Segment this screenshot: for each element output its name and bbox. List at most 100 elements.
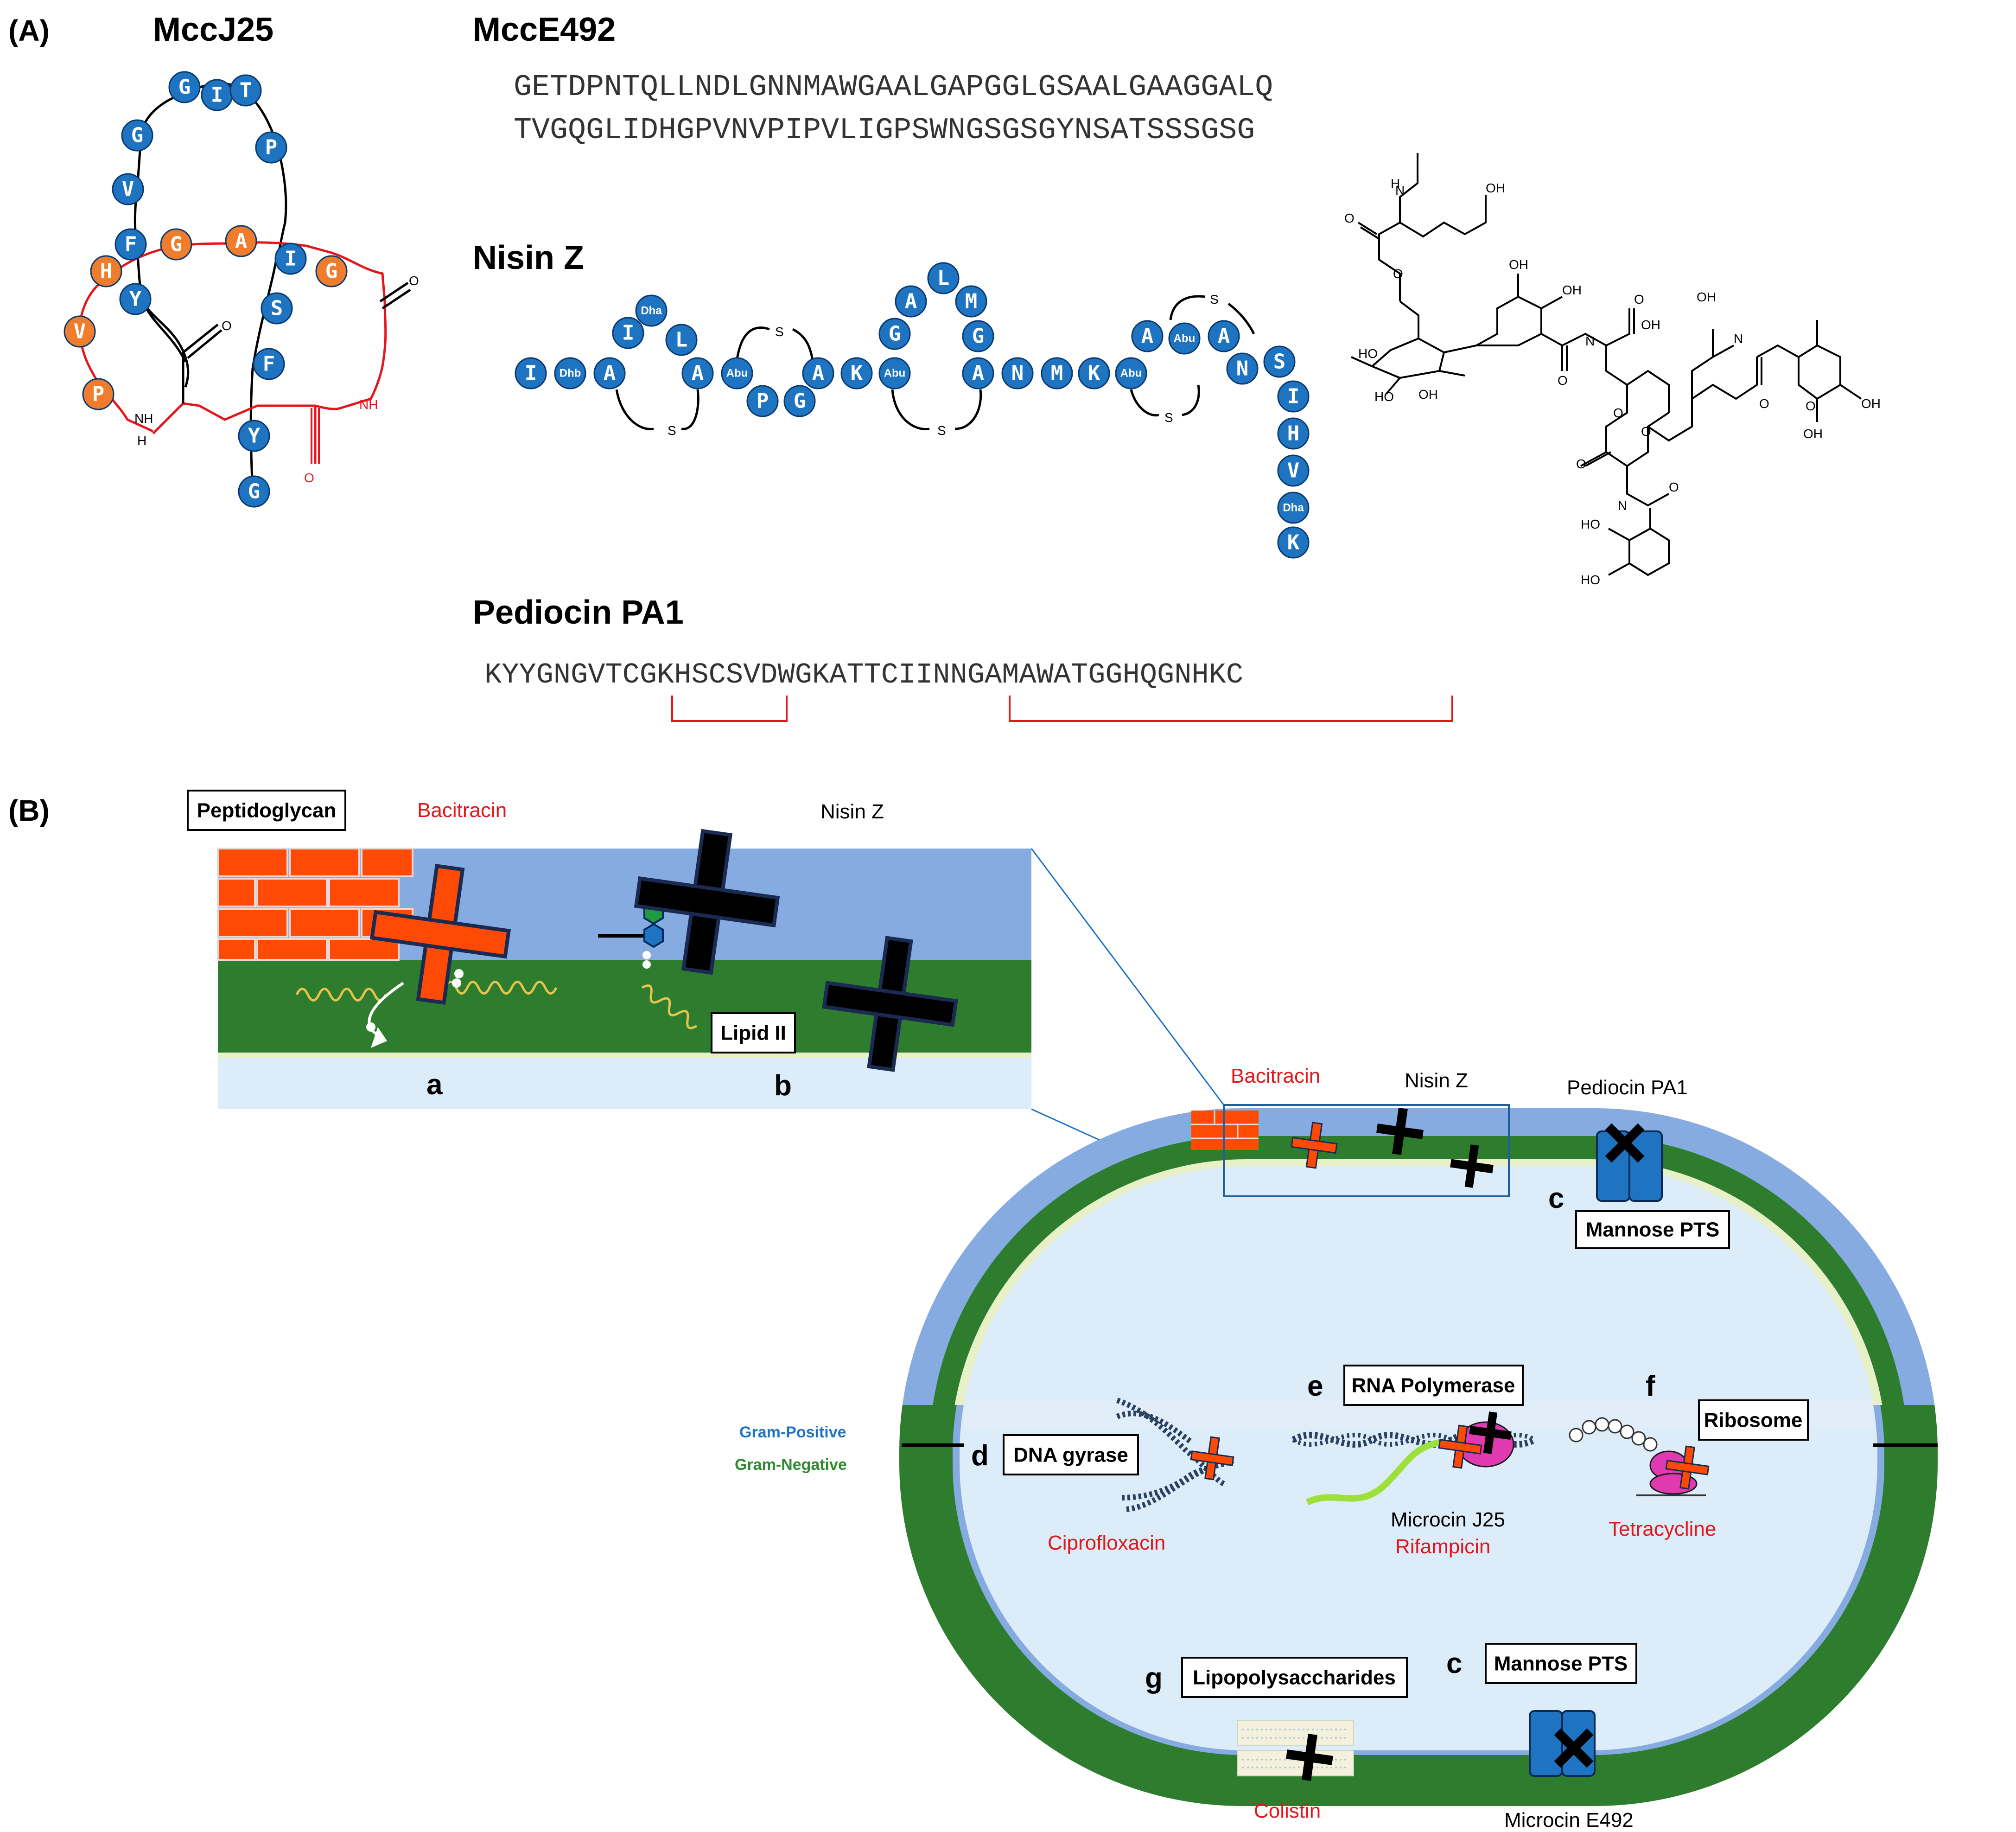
svg-text:N: N	[1395, 183, 1405, 198]
pediocin-block: Pediocin PA1 KYYGNGVTCGKHSCSVDWGKATTCIIN…	[473, 594, 1453, 722]
svg-text:OH: OH	[1486, 181, 1505, 195]
svg-text:HO: HO	[1581, 573, 1600, 587]
residue-letter: K	[1088, 362, 1100, 385]
residue-letter: G	[794, 389, 806, 413]
cell-bottom-annotations: g Lipopolysaccharides c Mannose PTS Coli…	[1145, 1643, 1637, 1832]
residue-letter: A	[972, 362, 985, 385]
inset-panel: Peptidoglycan Bacitracin Nisin Z Lipid I…	[187, 790, 1031, 1109]
residue-circle: A	[1208, 320, 1240, 352]
nisin-cross-inset-2	[822, 936, 958, 1072]
inset-nisin-label: Nisin Z	[820, 800, 884, 823]
residue-circle: P	[82, 378, 114, 410]
residue-circle: K	[1277, 526, 1310, 559]
svg-text:OH: OH	[1803, 427, 1823, 441]
svg-text:N: N	[1734, 332, 1743, 346]
ribosome-box: Ribosome	[1698, 1399, 1809, 1441]
residue-letter: G	[325, 260, 338, 283]
cell-nisin-label: Nisin Z	[1405, 1069, 1468, 1092]
dna-gyrase-group: d DNA gyrase Ciprofloxacin	[971, 1398, 1234, 1554]
residue-letter: V	[74, 320, 86, 344]
svg-text:Mannose PTS: Mannose PTS	[1586, 1219, 1720, 1241]
residue-letter: H	[100, 260, 113, 283]
residue-circle: A	[593, 357, 626, 389]
residue-circle: Abu	[878, 357, 911, 389]
svg-text:O: O	[1393, 267, 1403, 281]
residue-circle: Dhb	[554, 357, 586, 389]
residue-circle: G	[160, 228, 192, 261]
mannose-pts-box-bottom: Mannose PTS	[1485, 1643, 1637, 1684]
residue-letter: I	[285, 247, 297, 271]
residue-circle: G	[168, 71, 201, 103]
residue-letter: Abu	[884, 367, 906, 380]
mcce492-seq-line2: TVGQGLIDHGPVNVPIPVLIGPSWNGSGSGYNSATSSSGS…	[514, 113, 1255, 147]
residue-letter: G	[170, 233, 183, 256]
residue-letter: Abu	[1120, 367, 1142, 380]
svg-text:Mannose PTS: Mannose PTS	[1494, 1653, 1628, 1675]
lps-patch-top	[1237, 1720, 1354, 1746]
svg-text:Ribosome: Ribosome	[1704, 1409, 1803, 1432]
residue-letter: A	[905, 290, 917, 313]
residue-letter: M	[965, 290, 978, 313]
residue-letter: F	[263, 352, 275, 376]
inset-letter-b: b	[774, 1070, 792, 1102]
residue-letter: P	[265, 136, 278, 160]
residue-circle: N	[1226, 352, 1259, 385]
residue-letter: Dhb	[560, 367, 581, 380]
residue-circle: M	[1041, 357, 1073, 389]
lps-box: Lipopolysaccharides	[1181, 1657, 1408, 1698]
mcce492-block: MccE492 GETDPNTQLLNDLGNNMAWGAALGAPGGLGSA…	[473, 11, 1273, 147]
mannose-pts-box-top: Mannose PTS	[1575, 1210, 1730, 1249]
letter-f: f	[1646, 1370, 1655, 1402]
svg-text:O: O	[1344, 211, 1355, 225]
peptide-chain	[1569, 1417, 1658, 1452]
residue-letter: G	[131, 124, 144, 147]
residue-letter: I	[211, 83, 223, 107]
svg-text:O: O	[1558, 373, 1568, 388]
residue-letter: V	[1287, 459, 1300, 483]
residue-circle: H	[1277, 417, 1310, 450]
nisin-cross-cell-2	[1450, 1144, 1494, 1188]
residue-circle: I	[1277, 380, 1310, 413]
mccj25-o-left: O	[222, 319, 232, 333]
zoom-line-top	[1030, 848, 1225, 1105]
svg-text:Lipopolysaccharides: Lipopolysaccharides	[1193, 1666, 1396, 1689]
residue-circle: N	[1001, 357, 1034, 389]
residue-letter: G	[248, 480, 261, 504]
residue-circle: F	[253, 348, 285, 380]
residue-letter: G	[972, 325, 985, 348]
residue-circle: P	[255, 131, 287, 164]
lps-patch-bottom	[1237, 1750, 1354, 1776]
mccj25-nh: NH	[134, 411, 153, 426]
residue-circle: G	[121, 119, 153, 152]
residue-letter: A	[692, 362, 704, 385]
residue-circle: G	[962, 320, 994, 352]
ribosome-group: f Ribosome Tetracycline	[1569, 1370, 1809, 1540]
residue-circle: Y	[119, 283, 152, 315]
residue-circle: G	[878, 318, 911, 350]
rna-polymerase-box: RNA Polymerase	[1343, 1365, 1524, 1406]
residue-letter: Abu	[726, 367, 748, 380]
letter-e: e	[1307, 1370, 1323, 1402]
colistin-cross	[1286, 1734, 1333, 1781]
residue-circle: I	[612, 317, 644, 349]
svg-text:O: O	[1613, 406, 1623, 420]
inset-bacitracin-label: Bacitracin	[417, 799, 507, 822]
mccj25-o-top: O	[409, 274, 419, 288]
residue-letter: T	[240, 79, 252, 102]
svg-text:O: O	[1634, 292, 1644, 306]
residue-letter: I	[1287, 385, 1300, 409]
inset-lipid-squiggle-1	[295, 988, 387, 1002]
residue-circle: V	[64, 315, 96, 348]
pediocin-title: Pediocin PA1	[473, 594, 684, 631]
svg-text:HO: HO	[1581, 517, 1600, 531]
residue-circle: Y	[238, 420, 270, 452]
cell-pediocin-label: Pediocin PA1	[1567, 1076, 1688, 1099]
mccj25-h: H	[137, 434, 146, 448]
residue-letter: K	[851, 362, 863, 385]
residue-letter: A	[235, 230, 248, 253]
residue-circle: M	[955, 285, 987, 318]
